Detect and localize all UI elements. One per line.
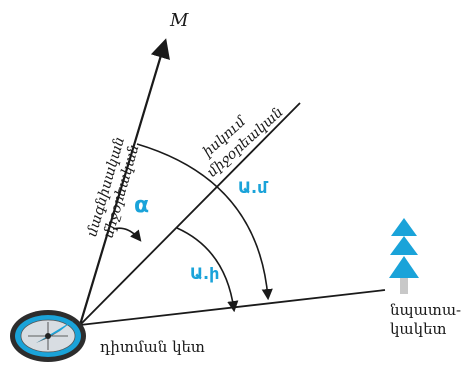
true-azimuth-label: Ա.ի xyxy=(190,264,219,283)
magnetic-meridian-label: մագնիսական միջօրեական xyxy=(84,135,142,240)
magnetic-azimuth-label: Ա.մ xyxy=(238,178,269,197)
landmark-label: նպատա- կակետ xyxy=(390,301,466,338)
observation-point-label: դիտման կետ xyxy=(100,338,205,356)
true-meridian-label: իսկում միջօրեական xyxy=(199,104,286,180)
true-meridian-line xyxy=(79,102,301,326)
tree-icon xyxy=(389,218,419,294)
alpha-label: α xyxy=(134,193,149,218)
landmark-label-line1: նպատա- xyxy=(390,301,461,319)
landmark-label-line2: կակետ xyxy=(390,320,446,338)
magnetic-meridian-line xyxy=(78,38,170,326)
compass-icon xyxy=(10,310,86,362)
magnetic-azimuth-arc xyxy=(136,143,273,301)
landmark-line xyxy=(79,289,386,326)
point-m-label: M xyxy=(169,10,189,31)
true-azimuth-arc xyxy=(176,227,239,313)
alpha-arc xyxy=(112,227,142,242)
